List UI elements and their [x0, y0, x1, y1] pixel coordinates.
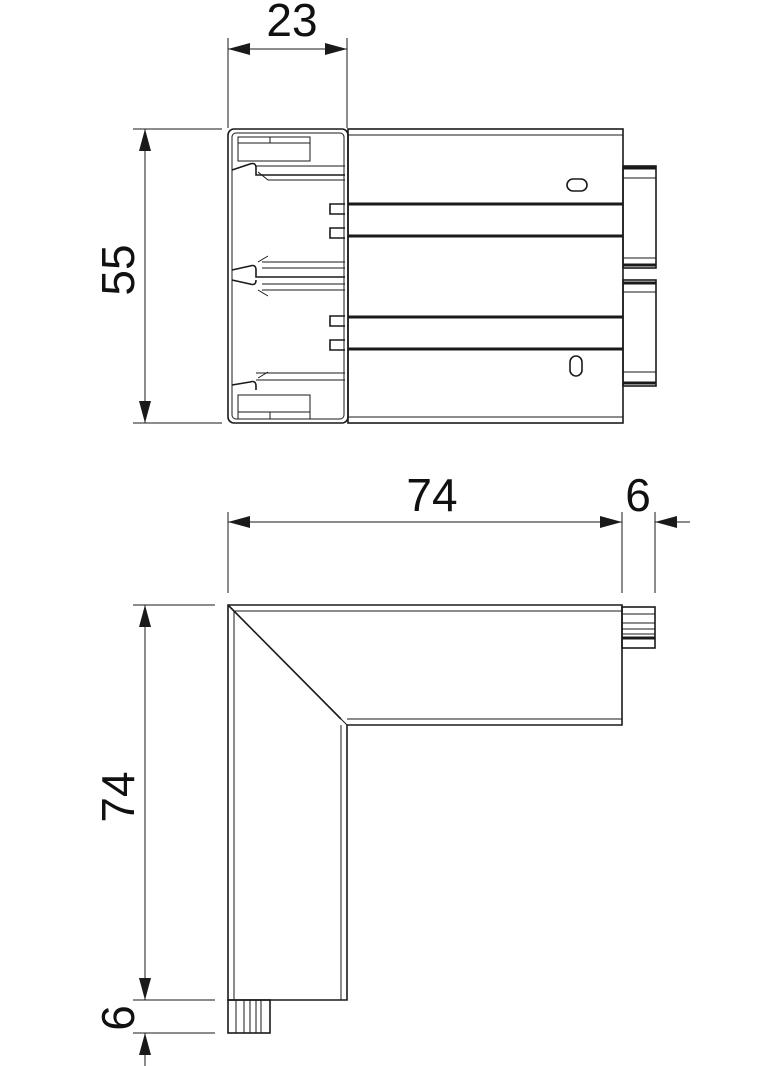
top-view: 74 6 74 6	[92, 469, 690, 1066]
connector-pegs	[622, 165, 657, 387]
dimension-label: 6	[92, 1005, 144, 1031]
dimension-overhang-6-horizontal: 6	[625, 469, 690, 528]
connector-bottom	[227, 999, 271, 1034]
dimension-length-74: 74	[227, 469, 656, 593]
slot-hole	[566, 178, 588, 192]
dimension-height-74: 74	[92, 604, 215, 1034]
dimension-label: 23	[266, 0, 317, 46]
dimension-height-55: 55	[92, 128, 222, 424]
dimension-label: 55	[92, 244, 144, 295]
dimension-label: 6	[625, 469, 651, 521]
slot-hole	[569, 355, 583, 377]
connector-right	[621, 606, 656, 649]
channel-profile	[227, 128, 349, 424]
dimension-label: 74	[92, 771, 144, 822]
end-view: 23 55	[92, 0, 657, 424]
dimension-overhang-6-vertical: 6	[92, 1005, 151, 1066]
dimension-width-23: 23	[227, 0, 348, 128]
dimension-label: 74	[406, 469, 457, 521]
channel-side-body	[347, 128, 657, 424]
corner-body	[227, 604, 623, 1001]
